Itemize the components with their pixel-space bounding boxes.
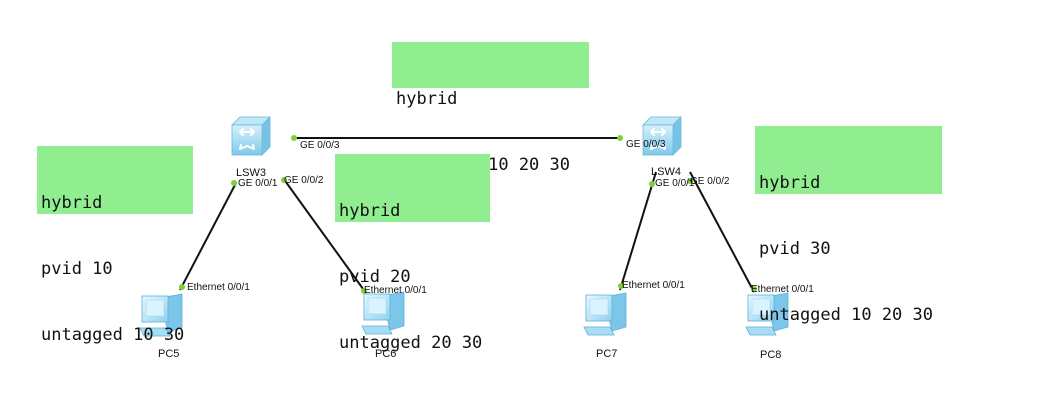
port-label-lsw3-ge002: GE 0/0/2 [284, 175, 324, 186]
port-label-pc7-eth: Ethernet 0/0/1 [622, 280, 685, 291]
port-dot [361, 288, 367, 294]
device-label-pc5: PC5 [158, 348, 180, 360]
port-label-lsw3-ge003: GE 0/0/3 [300, 140, 340, 151]
device-label-pc7: PC7 [596, 348, 618, 360]
port-label-pc8-eth: Ethernet 0/0/1 [751, 284, 814, 295]
note-line: pvid 30 [759, 239, 831, 259]
port-dot [751, 286, 757, 292]
note-line: hybrid [41, 193, 103, 213]
port-label-lsw4-ge001: GE 0/0/1 [655, 178, 695, 189]
note-lsw3-ge002-config: hybrid pvid 20 untagged 20 30 [335, 154, 490, 353]
port-dot [687, 178, 693, 184]
note-line: hybrid [339, 201, 401, 221]
note-line: pvid 10 [41, 259, 113, 279]
port-dot [617, 135, 623, 141]
note-lsw4-config: hybrid pvid 30 untagged 10 20 30 [755, 126, 942, 325]
port-dot [649, 181, 655, 187]
pc-icon[interactable] [583, 292, 627, 336]
port-label-pc5-eth: Ethernet 0/0/1 [187, 282, 250, 293]
switch-icon[interactable] [231, 116, 271, 156]
note-trunk-config: hybrid untagged 10 20 30 [392, 42, 589, 175]
port-dot [231, 180, 237, 186]
port-label-lsw4-ge003: GE 0/0/3 [626, 139, 666, 150]
link-lsw4-pc7[interactable] [619, 171, 657, 291]
device-label-pc6: PC6 [375, 348, 397, 360]
link-lsw4-pc8[interactable] [689, 171, 755, 293]
device-label-lsw3: LSW3 [236, 167, 266, 179]
port-label-lsw4-ge002: GE 0/0/2 [690, 176, 730, 187]
port-dot [618, 283, 624, 289]
device-label-lsw4: LSW4 [651, 166, 681, 178]
note-line: hybrid [759, 173, 821, 193]
port-dot [281, 177, 287, 183]
port-dot [179, 284, 185, 290]
note-line: pvid 20 [339, 267, 411, 287]
note-lsw3-ge001-config: hybrid pvid 10 untagged 10 30 [37, 146, 193, 345]
port-label-pc6-eth: Ethernet 0/0/1 [364, 285, 427, 296]
link-lsw3-pc6[interactable] [282, 177, 367, 294]
port-dots-layer [179, 135, 757, 294]
note-line: hybrid [396, 89, 458, 109]
port-label-lsw3-ge001: GE 0/0/1 [238, 178, 278, 189]
note-line: untagged 10 30 [41, 325, 185, 345]
note-line: untagged 10 20 30 [759, 305, 933, 325]
device-label-pc8: PC8 [760, 349, 782, 361]
links-layer [179, 137, 755, 294]
port-dot [291, 135, 297, 141]
link-lsw3-pc5[interactable] [179, 182, 237, 291]
note-line: untagged 20 30 [339, 333, 483, 353]
